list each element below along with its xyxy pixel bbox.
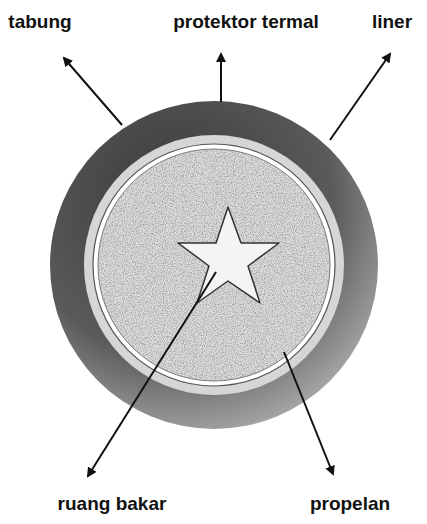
leader-arrow: [88, 272, 216, 476]
propellant-texture: [98, 149, 330, 381]
liner-ring: [93, 144, 335, 386]
part-label: protektor termal: [173, 12, 319, 33]
leader-arrow: [220, 54, 222, 102]
part-label: liner: [372, 12, 412, 33]
part-label: tabung: [8, 12, 71, 33]
part-label: propelan: [310, 494, 390, 515]
leader-arrow: [64, 58, 122, 125]
part-label: ruang bakar: [58, 494, 167, 515]
case-ring: [50, 101, 378, 429]
combustion-chamber-star: [178, 207, 279, 303]
leader-arrow: [284, 352, 333, 474]
propellant-grain: [98, 149, 330, 381]
leader-arrow: [330, 54, 390, 140]
thermal-protector: [84, 135, 344, 395]
